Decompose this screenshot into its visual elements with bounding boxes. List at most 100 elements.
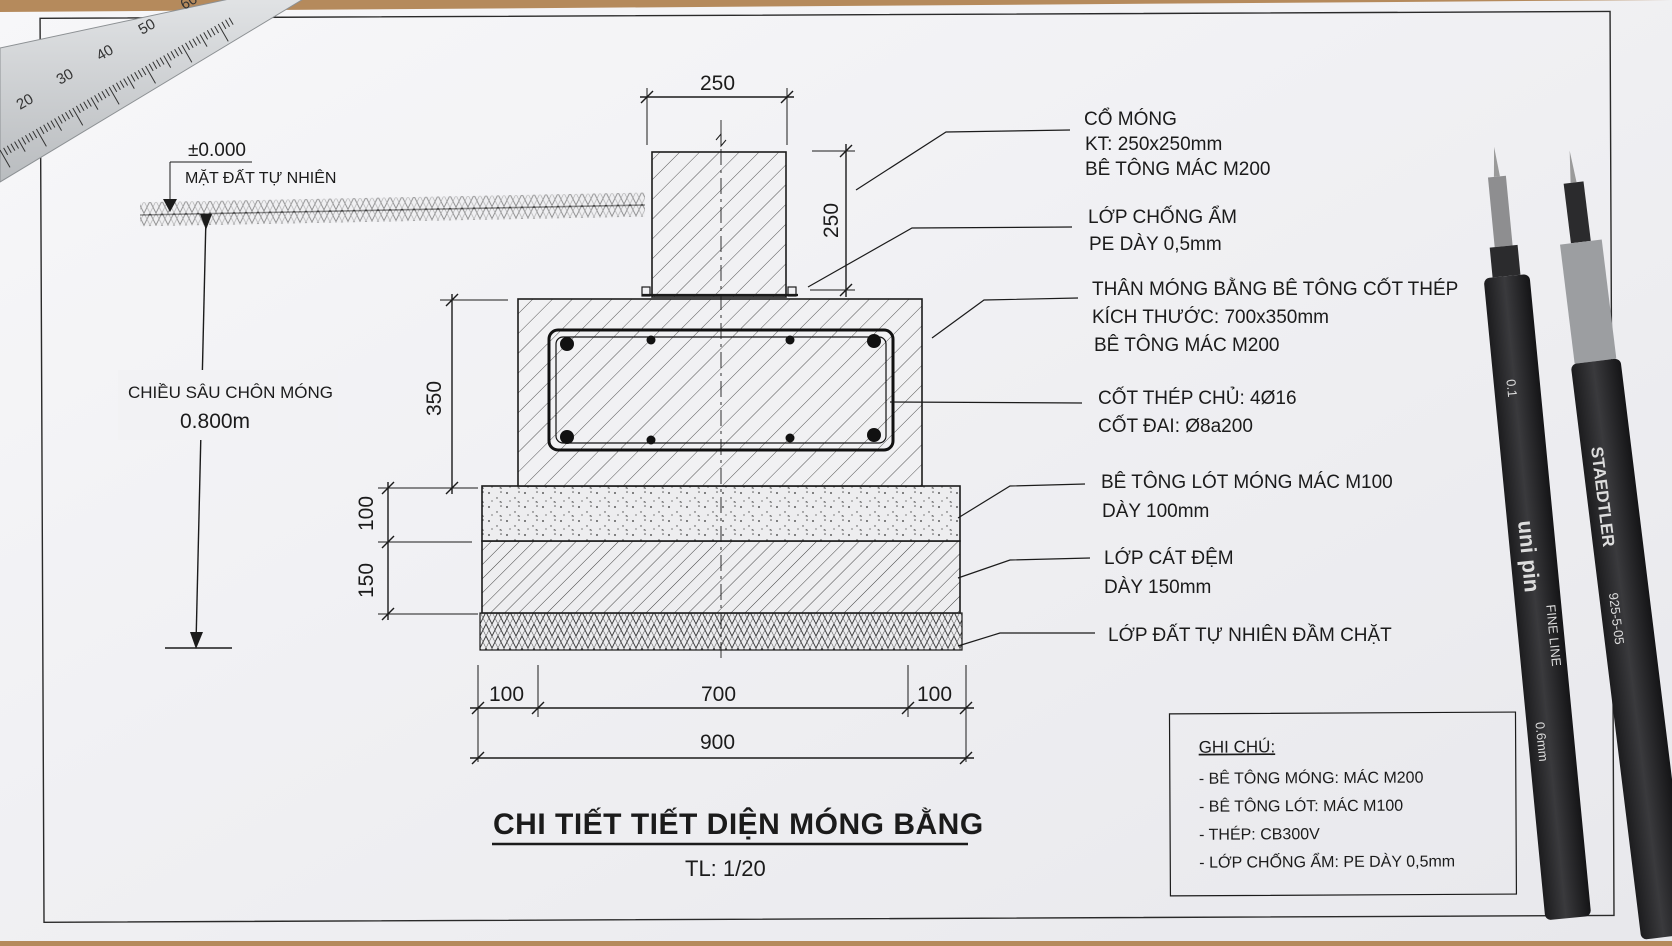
ruler-tick	[141, 67, 147, 76]
ruler-tick	[94, 95, 100, 103]
ground-surface	[139, 192, 646, 227]
drawing-scale: TL: 1/20	[685, 856, 766, 881]
ruler-tick	[145, 65, 156, 84]
ruler-tick	[119, 80, 125, 88]
ruler-tick	[174, 48, 180, 57]
neck-height-dimension: 250	[810, 144, 855, 297]
pen-text: FINE LINE	[1543, 604, 1564, 668]
ruler-tick	[17, 139, 26, 152]
depth-value: 0.800m	[180, 410, 250, 433]
ruler-tick	[123, 78, 129, 86]
ruler-tick	[152, 61, 158, 69]
ruler-tick	[105, 88, 110, 97]
annotation-damp-proof: LỚP CHỐNG ẨM PE DÀY 0,5mm	[1088, 206, 1237, 255]
pen-staedtler: STAEDTLER 925-5-05	[1560, 150, 1672, 940]
layer-height-dimensions: 100 150	[355, 481, 478, 621]
svg-text:PE DÀY 0,5mm: PE DÀY 0,5mm	[1089, 234, 1222, 255]
note-item: - BÊ TÔNG MÓNG: MÁC M200	[1199, 768, 1424, 788]
ruler-tick	[163, 55, 172, 68]
svg-text:250: 250	[820, 203, 843, 238]
ruler-tick	[203, 32, 209, 40]
ruler-tick	[181, 44, 193, 63]
ruler-tick	[199, 34, 208, 47]
ruler-tick	[112, 84, 118, 93]
rebar	[560, 430, 574, 444]
svg-text:BÊ TÔNG LÓT MÓNG MÁC M100: BÊ TÔNG LÓT MÓNG MÁC M100	[1101, 471, 1393, 493]
ruler-tick	[217, 23, 229, 42]
ruler-tick	[50, 120, 56, 128]
ruler-tick	[32, 130, 38, 139]
pen-text: 0.1	[1503, 378, 1520, 397]
ruler-tick	[188, 40, 194, 48]
ruler-tick	[166, 53, 172, 61]
ruler-tick	[214, 25, 220, 34]
ruler-tick	[21, 137, 27, 145]
ground-level-label: MẶT ĐẤT TỰ NHIÊN	[185, 168, 336, 187]
ruler-tick	[86, 99, 92, 107]
notes-box: GHI CHÚ: - BÊ TÔNG MÓNG: MÁC M200 - BÊ T…	[1168, 711, 1518, 897]
rebar	[785, 335, 795, 345]
footing-body	[517, 298, 923, 487]
pen-uni-pin: 0.1 uni pin FINE LINE 0.6mm	[1484, 146, 1591, 920]
ruler-tick	[155, 59, 161, 67]
ruler-tick	[54, 118, 62, 131]
ruler-tick	[192, 38, 198, 46]
svg-text:100: 100	[917, 683, 952, 706]
ruler-tick	[130, 74, 136, 82]
depth-dimension: CHIỀU SÂU CHÔN MÓNG 0.800m	[118, 214, 338, 649]
annotation-rebar: CỐT THÉP CHỦ: 4Ø16 CỐT ĐAI: Ø8a200	[1098, 387, 1297, 437]
ruler-tick-label: 30	[54, 65, 77, 88]
svg-text:DÀY 100mm: DÀY 100mm	[1102, 501, 1209, 522]
ruler-tick	[115, 82, 121, 90]
ruler-tick	[206, 30, 212, 38]
ruler-tick	[83, 101, 89, 109]
svg-text:700: 700	[701, 683, 736, 706]
svg-text:BÊ TÔNG MÁC M200: BÊ TÔNG MÁC M200	[1094, 334, 1279, 356]
note-item: - LỚP CHỐNG ẨM: PE DÀY 0,5mm	[1199, 850, 1455, 871]
rebar	[560, 337, 574, 351]
svg-text:KÍCH THƯỚC: 700x350mm: KÍCH THƯỚC: 700x350mm	[1092, 306, 1329, 328]
pen-text: 925-5-05	[1606, 592, 1627, 645]
ruler-tick	[43, 124, 49, 132]
notes-heading: GHI CHÚ:	[1199, 737, 1276, 756]
svg-text:KT: 250x250mm: KT: 250x250mm	[1085, 134, 1222, 155]
ruler-tick	[75, 105, 81, 114]
svg-text:CỔ MÓNG: CỔ MÓNG	[1084, 108, 1177, 130]
rebar	[646, 435, 656, 445]
ruler-tick	[126, 76, 135, 89]
annotation-leaders	[807, 129, 1095, 647]
ruler-tick	[25, 135, 30, 143]
annotation-body: THÂN MÓNG BẰNG BÊ TÔNG CỐT THÉP KÍCH THƯ…	[1092, 278, 1458, 356]
ruler-tick	[225, 19, 230, 27]
ruler-tick	[0, 149, 11, 168]
ruler-tick	[46, 122, 52, 130]
ruler-tick	[228, 17, 234, 25]
svg-text:THÂN MÓNG BẰNG BÊ TÔNG CỐT THÉ: THÂN MÓNG BẰNG BÊ TÔNG CỐT THÉP	[1092, 278, 1458, 300]
svg-text:100: 100	[489, 683, 524, 706]
rebar	[867, 428, 881, 442]
depth-label: CHIỀU SÂU CHÔN MÓNG	[128, 383, 333, 402]
annotation-lean-concrete: BÊ TÔNG LÓT MÓNG MÁC M100 DÀY 100mm	[1101, 471, 1393, 522]
ground-level-marker: ±0.000 MẶT ĐẤT TỰ NHIÊN	[163, 140, 336, 212]
metal-ruler: 20 30 40 50 60	[0, 0, 303, 183]
svg-text:CỐT ĐAI: Ø8a200: CỐT ĐAI: Ø8a200	[1098, 415, 1253, 437]
ruler-tick-label: 50	[136, 15, 159, 38]
ruler-tick	[10, 143, 16, 151]
ruler-tick	[137, 69, 143, 78]
ruler-tick	[35, 128, 47, 147]
drawing-title: CHI TIẾT TIẾT DIỆN MÓNG BẰNG	[493, 807, 984, 841]
svg-text:CỐT THÉP CHỦ: 4Ø16: CỐT THÉP CHỦ: 4Ø16	[1098, 387, 1297, 409]
svg-text:DÀY 150mm: DÀY 150mm	[1104, 577, 1211, 598]
ruler-tick	[68, 109, 74, 118]
ruler-tick	[61, 114, 67, 122]
footing-neck	[651, 151, 787, 298]
ruler-tick	[79, 103, 85, 111]
svg-text:900: 900	[700, 731, 735, 754]
ruler-tick	[57, 116, 63, 124]
ruler-tick	[72, 107, 84, 126]
rebar	[785, 433, 795, 443]
ruler-tick	[97, 93, 103, 101]
ruler-tick	[170, 51, 176, 59]
svg-text:150: 150	[355, 563, 378, 598]
ruler-tick	[185, 42, 190, 51]
